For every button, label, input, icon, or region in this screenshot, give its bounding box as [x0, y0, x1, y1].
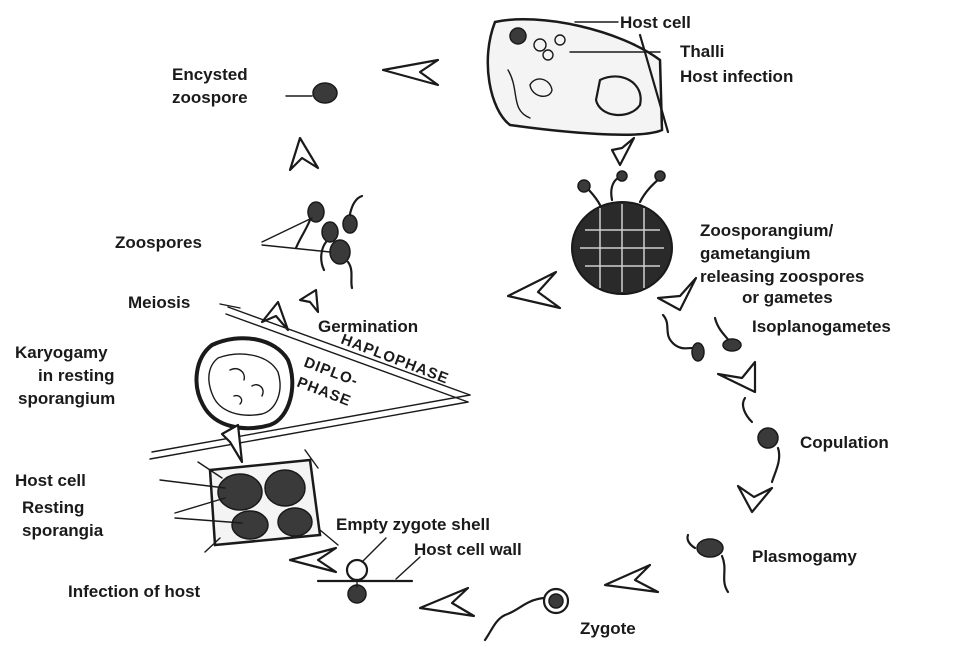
karyogamy-illustration [197, 338, 293, 428]
label-host-infection: Host infection [680, 67, 793, 86]
host-cell-top-illustration [488, 19, 668, 134]
arrow-up-germination [300, 290, 318, 312]
label-zoospores: Zoospores [115, 233, 202, 252]
arrow-down-isogametes [718, 362, 755, 392]
arrow-to-resting [290, 548, 336, 572]
arrow-to-encysted [383, 60, 438, 85]
zygote-illustration [485, 589, 568, 640]
label-plasmogamy: Plasmogamy [752, 547, 857, 566]
label-zoosporangium-4: or gametes [742, 288, 833, 307]
arrow-up-left [290, 138, 318, 170]
arrow-to-infection [420, 588, 474, 616]
label-encysted: Encysted [172, 65, 248, 84]
label-zoospore: zoospore [172, 88, 248, 107]
arrow-down-1 [612, 138, 634, 165]
label-zoosporangium-1: Zoosporangium/ [700, 221, 833, 240]
label-copulation: Copulation [800, 433, 889, 452]
label-host-cell-wall: Host cell wall [414, 540, 522, 559]
copulation-illustration [743, 398, 779, 482]
label-resting-1: Resting [22, 498, 84, 517]
label-empty-zygote-shell: Empty zygote shell [336, 515, 490, 534]
label-resting-2: sporangia [22, 521, 104, 540]
plasmogamy-illustration [687, 535, 728, 592]
infection-illustration [318, 560, 412, 603]
arrow-down-copulation [738, 486, 772, 512]
arrow-from-sporangium [658, 278, 696, 310]
label-thalli: Thalli [680, 42, 724, 61]
label-meiosis: Meiosis [128, 293, 190, 312]
label-isoplanogametes: Isoplanogametes [752, 317, 891, 336]
label-zoosporangium-2: gametangium [700, 244, 811, 263]
label-germination: Germination [318, 317, 418, 336]
resting-sporangia-illustration [198, 450, 338, 552]
label-karyogamy-2: in resting [38, 366, 115, 385]
arrow-to-germination [508, 272, 560, 308]
label-zoosporangium-3: releasing zoospores [700, 267, 864, 286]
label-host-cell-bottom: Host cell [15, 471, 86, 490]
label-zygote: Zygote [580, 619, 636, 638]
encysted-zoospore-illustration [313, 83, 337, 103]
label-karyogamy-1: Karyogamy [15, 343, 108, 362]
zoosporangium-illustration [572, 171, 672, 294]
zoospores-illustration [296, 196, 362, 288]
labels: Host cell Thalli Host infection Encysted… [15, 13, 891, 638]
arrow-up-meiosis [262, 302, 288, 330]
label-infection-of-host: Infection of host [68, 582, 201, 601]
isoplanogametes-illustration [663, 315, 741, 361]
arrow-up-resting [222, 425, 242, 462]
arrow-to-zygote [605, 565, 658, 592]
label-host-cell-top: Host cell [620, 13, 691, 32]
label-karyogamy-3: sporangium [18, 389, 115, 408]
